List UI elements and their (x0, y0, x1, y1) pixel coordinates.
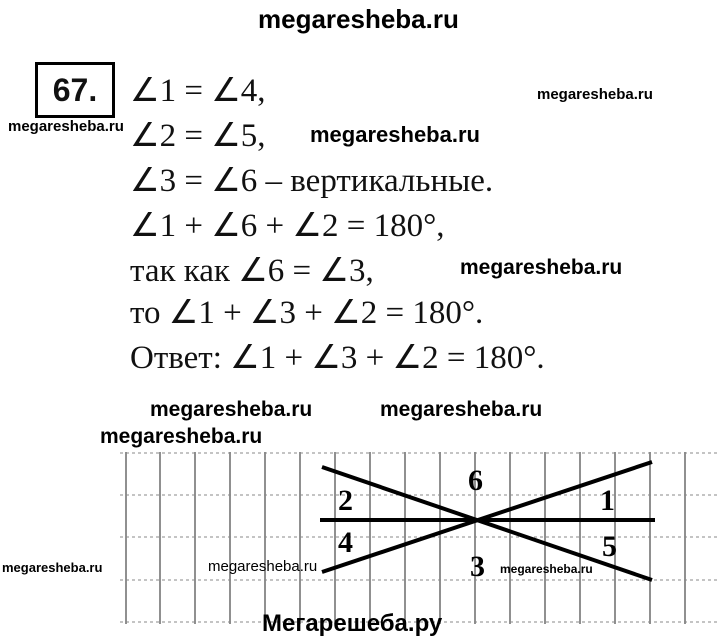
solution-line: ∠1 = ∠4, (130, 73, 266, 109)
angle-label-5: 5 (602, 530, 617, 563)
solution-line: ∠3 = ∠6 – вертикальные. (130, 163, 494, 199)
header-watermark: megaresheba.ru (258, 4, 459, 34)
angle-label-3: 3 (470, 550, 485, 583)
footer-watermark: Мегарешеба.ру (262, 610, 443, 637)
solution-line: так как ∠6 = ∠3, (130, 253, 374, 289)
angle-label-1: 1 (600, 484, 615, 517)
angle-label-6: 6 (468, 464, 483, 497)
solution-line: то ∠1 + ∠3 + ∠2 = 180°. (130, 295, 484, 331)
solution-line: ∠2 = ∠5, (130, 118, 266, 154)
watermark: megaresheba.ru (500, 562, 593, 576)
angle-label-2: 2 (338, 484, 353, 517)
watermark: megaresheba.ru (460, 256, 623, 279)
watermark: megaresheba.ru (8, 118, 124, 135)
solution-line: ∠1 + ∠6 + ∠2 = 180°, (130, 208, 445, 244)
watermark: megaresheba.ru (380, 398, 543, 421)
angle-label-4: 4 (338, 526, 353, 559)
solution-line: Ответ: ∠1 + ∠3 + ∠2 = 180°. (130, 340, 545, 376)
watermark: megaresheba.ru (100, 425, 263, 448)
watermark: megaresheba.ru (310, 122, 480, 147)
problem-number: 67. (35, 62, 115, 118)
watermark: megaresheba.ru (537, 86, 653, 103)
watermark: megaresheba.ru (150, 398, 313, 421)
watermark: megaresheba.ru (2, 560, 103, 575)
watermark: megaresheba.ru (208, 558, 318, 575)
